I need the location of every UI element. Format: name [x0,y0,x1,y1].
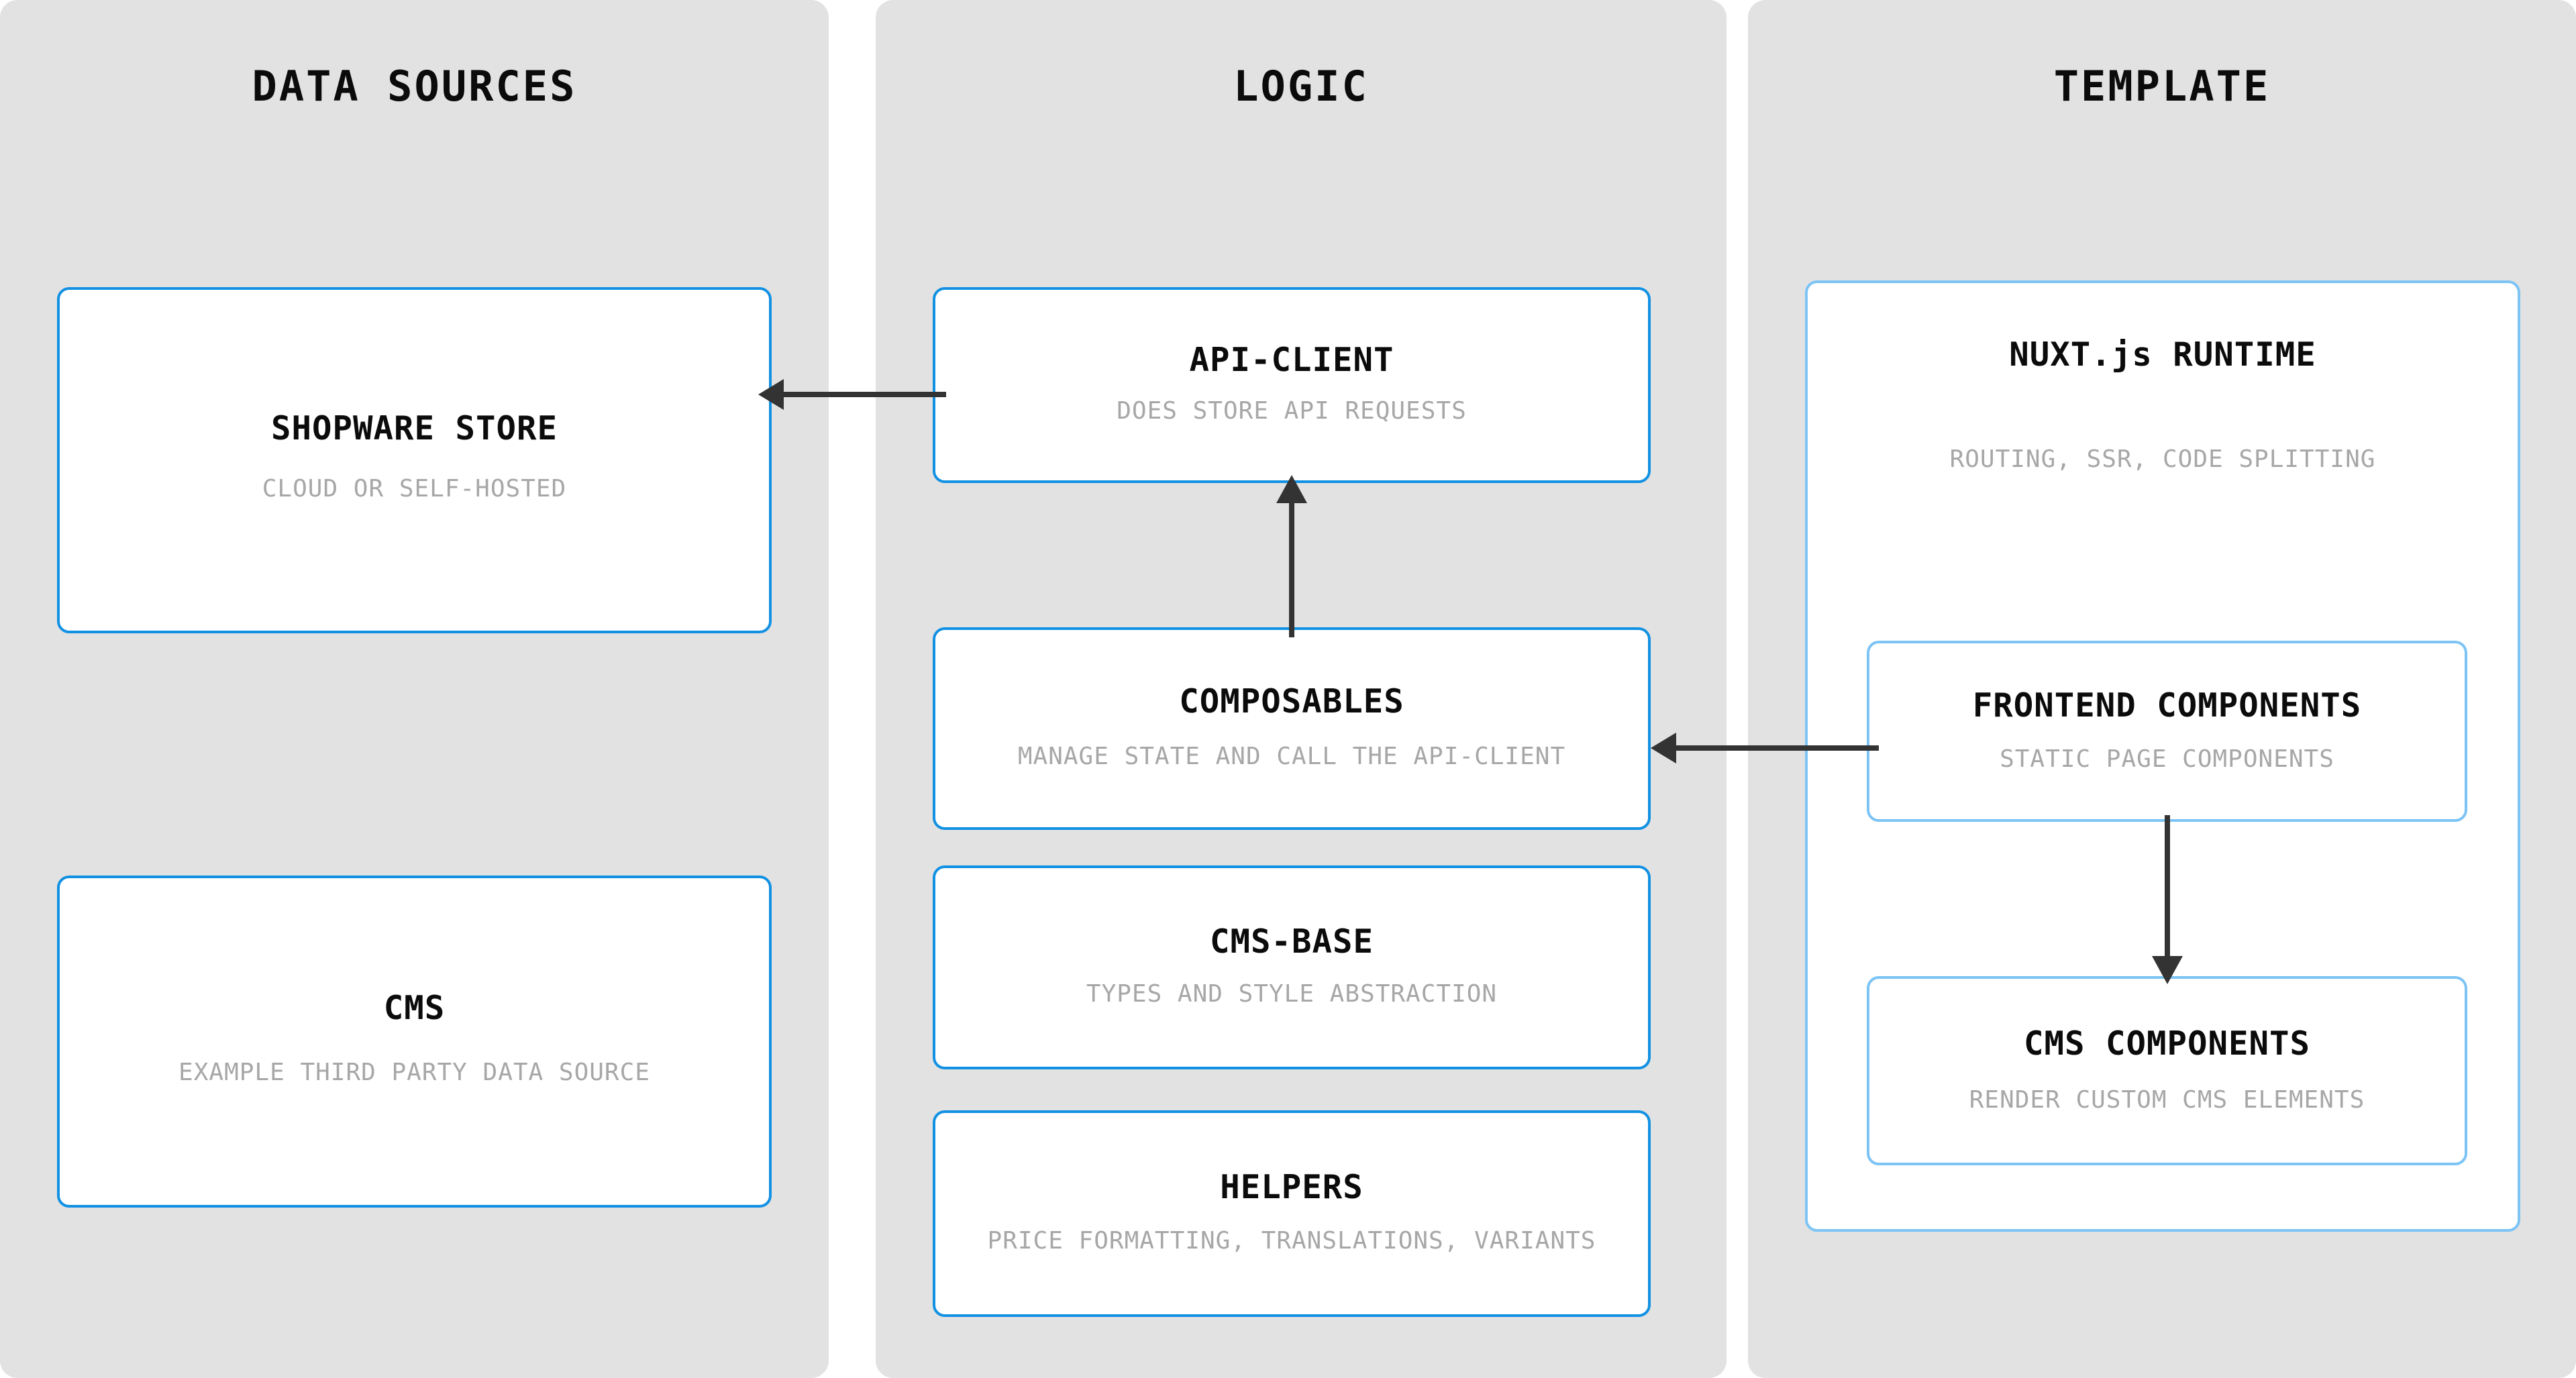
card-title-api-client: API-CLIENT [1189,340,1394,379]
card-cms[interactable]: CMS EXAMPLE THIRD PARTY DATA SOURCE [57,876,772,1208]
card-subtitle-nuxt-runtime: ROUTING, SSR, CODE SPLITTING [1949,445,2376,473]
card-cms-components[interactable]: CMS COMPONENTS RENDER CUSTOM CMS ELEMENT… [1867,976,2467,1165]
card-subtitle-cms-components: RENDER CUSTOM CMS ELEMENTS [1969,1085,2365,1114]
card-subtitle-helpers: PRICE FORMATTING, TRANSLATIONS, VARIANTS [987,1226,1596,1255]
card-composables[interactable]: COMPOSABLES MANAGE STATE AND CALL THE AP… [933,627,1651,830]
card-title-nuxt-runtime: NUXT.js RUNTIME [2009,335,2316,374]
card-helpers[interactable]: HELPERS PRICE FORMATTING, TRANSLATIONS, … [933,1110,1651,1317]
card-title-cms: CMS [383,989,446,1027]
card-api-client[interactable]: API-CLIENT DOES STORE API REQUESTS [933,287,1651,483]
card-subtitle-cms-base: TYPES AND STYLE ABSTRACTION [1086,979,1498,1008]
card-subtitle-composables: MANAGE STATE AND CALL THE API-CLIENT [1017,742,1566,770]
card-subtitle-shopware-store: CLOUD OR SELF-HOSTED [262,474,567,502]
connector-frontend-components-to-cms-components [2137,815,2198,990]
card-subtitle-frontend-components: STATIC PAGE COMPONENTS [2000,745,2334,773]
connector-api-client-to-shopware-store [745,368,946,421]
card-title-composables: COMPOSABLES [1179,682,1404,721]
connector-frontend-components-to-composables [1637,721,1879,775]
card-title-helpers: HELPERS [1220,1167,1363,1206]
card-title-shopware-store: SHOPWARE STORE [270,409,558,447]
card-frontend-components[interactable]: FRONTEND COMPONENTS STATIC PAGE COMPONEN… [1867,641,2467,822]
card-cms-base[interactable]: CMS-BASE TYPES AND STYLE ABSTRACTION [933,865,1651,1069]
card-subtitle-cms: EXAMPLE THIRD PARTY DATA SOURCE [178,1059,650,1086]
column-title-data-sources: DATA SOURCES [252,62,577,111]
column-title-template: TEMPLATE [2053,62,2271,111]
column-title-logic: LOGIC [1233,62,1369,111]
connector-composables-to-api-client [1261,470,1322,637]
card-title-cms-base: CMS-BASE [1209,922,1374,961]
card-shopware-store[interactable]: SHOPWARE STORE CLOUD OR SELF-HOSTED [57,287,772,633]
card-subtitle-api-client: DOES STORE API REQUESTS [1117,396,1467,425]
card-title-frontend-components: FRONTEND COMPONENTS [1972,686,2362,725]
card-title-cms-components: CMS COMPONENTS [2023,1024,2310,1063]
